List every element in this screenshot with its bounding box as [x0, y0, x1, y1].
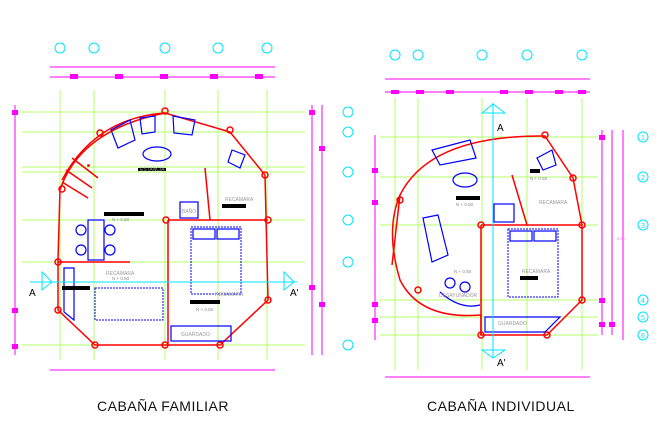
- sofa-right: [172, 115, 196, 136]
- coffee-table: [452, 172, 478, 188]
- plan-cabana-familiar: ESTANCIA BAÑO RECAMARA RECAMARA RECAMARA…: [12, 42, 354, 414]
- axis-label: 5: [641, 315, 645, 322]
- toilet: [227, 149, 246, 169]
- storage-cabinet: [484, 316, 562, 333]
- stairs: [61, 157, 99, 199]
- plan-cabana-individual: 5.58 1 2 3 4 5 6: [372, 49, 649, 414]
- room-label-living: ESTANCIA: [140, 167, 165, 173]
- dimension-lines: [12, 66, 325, 371]
- furniture: [63, 115, 246, 342]
- armchair: [422, 214, 449, 263]
- furniture: [422, 139, 562, 333]
- storage-cabinet: [170, 325, 232, 342]
- axis-label: 4: [641, 298, 645, 305]
- sofa-mid: [139, 115, 156, 135]
- level-label: N + 0.50: [196, 307, 214, 312]
- room-label-bedroom-main: RECAMARA: [215, 292, 244, 298]
- double-bed: [190, 226, 242, 295]
- top-axis-markers: [389, 49, 588, 61]
- single-bed: [94, 287, 164, 321]
- walls: [391, 131, 586, 339]
- room-label-storage: GUARDADO: [181, 332, 210, 338]
- total-dimension: 5.58: [617, 236, 626, 241]
- breakfast-counter: [439, 291, 481, 307]
- right-axis-markers: 1 2 3 4 5 6: [637, 131, 649, 341]
- level-label: N + 0.50: [530, 176, 548, 181]
- toilet: [536, 149, 557, 171]
- level-label: N + 0.50: [112, 217, 130, 222]
- axis-label: 2: [641, 175, 645, 182]
- floor-area: [391, 135, 583, 336]
- level-label: N + 0.50: [454, 269, 472, 274]
- section-line-a: A A': [29, 270, 299, 299]
- room-label-bath: BAÑO: [182, 208, 196, 215]
- dining-table: [87, 219, 105, 261]
- dimension-lines: 5.58: [372, 78, 626, 378]
- room-label-bedroom-top: RECAMARA: [539, 200, 568, 206]
- coffee-table: [142, 146, 172, 162]
- level-markers: [62, 168, 246, 304]
- axis-label: 6: [641, 333, 645, 340]
- room-label-storage: GUARDADO: [498, 321, 527, 327]
- right-axis-markers: [342, 106, 354, 351]
- level-markers: [456, 169, 540, 280]
- level-label: N + 0.50: [112, 276, 130, 281]
- grid-lines: [380, 98, 598, 370]
- room-label-bedroom-small: RECAMARA: [106, 271, 135, 277]
- plan-title: CABAÑA INDIVIDUAL: [427, 398, 575, 414]
- sofa: [431, 139, 477, 166]
- washbasin: [493, 203, 515, 223]
- sofa-left: [110, 119, 136, 149]
- level-label: N + 0.50: [456, 202, 474, 207]
- section-line-a: A A': [480, 103, 507, 369]
- axis-label: 1: [641, 135, 645, 142]
- wardrobe: [63, 267, 75, 322]
- room-label-bedroom: RECAMARA: [522, 269, 551, 275]
- top-axis-markers: [54, 42, 273, 54]
- section-label-a: A: [497, 123, 504, 134]
- room-label-bedroom-top: RECAMARA: [225, 197, 254, 203]
- section-label-a-prime: A': [497, 358, 506, 369]
- washbasin: [179, 201, 199, 219]
- section-label-a-prime: A': [290, 288, 299, 299]
- plan-title: CABAÑA FAMILIAR: [97, 398, 229, 414]
- room-label-breakfast: DESAYUNADOR: [439, 293, 478, 299]
- double-bed: [507, 228, 559, 298]
- axis-label: 3: [641, 223, 645, 230]
- section-label-a: A: [29, 288, 36, 299]
